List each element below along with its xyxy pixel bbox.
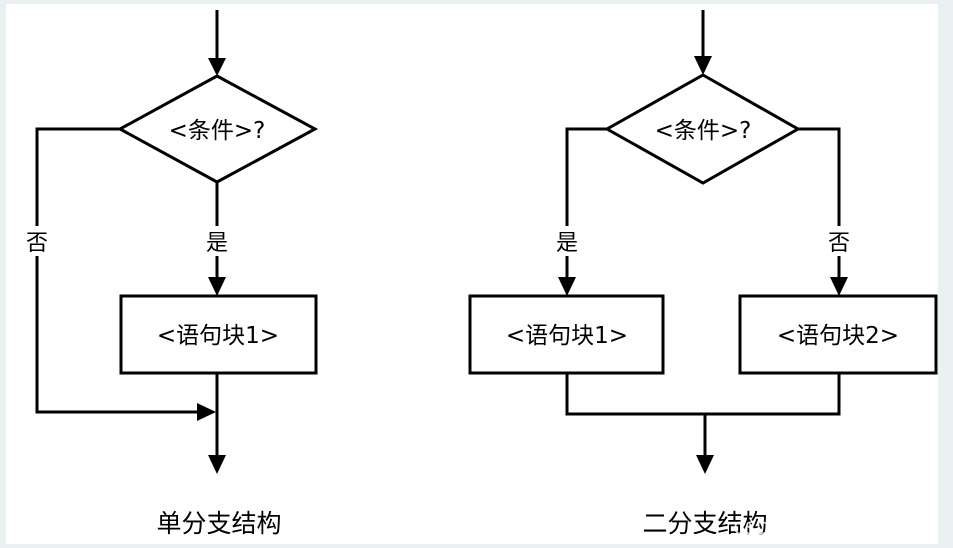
single-no-line [35, 127, 200, 414]
entry-arrowhead [208, 58, 226, 76]
double-block1-label: <语句块1> [506, 323, 628, 349]
double-no-label-bg [822, 226, 856, 256]
double-condition-diamond [603, 73, 802, 185]
single-no-arrowhead [197, 403, 216, 421]
double-branch-flowchart: <条件>? 是 否 <语句块1> <语句块2> 二分支结构 [468, 10, 938, 538]
single-condition-label: <条件>? [169, 118, 266, 144]
single-no-label: 否 [26, 231, 48, 256]
single-yes-arrowhead [208, 277, 226, 296]
diagram-canvas [6, 4, 938, 544]
double-block2-label: <语句块2> [777, 323, 899, 349]
double-yes-label-bg [550, 226, 584, 256]
single-yes-label: 是 [206, 231, 228, 256]
double-yes-arrowhead [558, 277, 576, 296]
double-block1-box [468, 294, 665, 375]
double-exit-arrowhead [696, 455, 714, 474]
double-no-arrowhead [830, 277, 848, 296]
single-exit-arrowhead [208, 455, 226, 474]
single-no-label-bg [21, 226, 55, 256]
single-caption: 单分支结构 [156, 509, 281, 538]
single-yes-label-bg [200, 226, 234, 256]
single-block1-label: <语句块1> [157, 323, 279, 349]
entry-arrowhead [694, 56, 712, 75]
double-caption: 二分支结构 [642, 509, 767, 538]
double-yes-label: 是 [556, 231, 578, 256]
double-condition-label: <条件>? [655, 118, 752, 144]
double-no-line [798, 127, 841, 280]
double-yes-line [565, 127, 607, 280]
single-branch-flowchart: <条件>? 是 否 <语句块1> 单分支结构 [21, 10, 319, 538]
double-block2-box [738, 294, 938, 375]
double-no-label: 否 [828, 231, 850, 256]
csdn-watermark: CSDN @你猜我是不是ysh [733, 519, 936, 539]
double-merge-line [565, 373, 841, 416]
